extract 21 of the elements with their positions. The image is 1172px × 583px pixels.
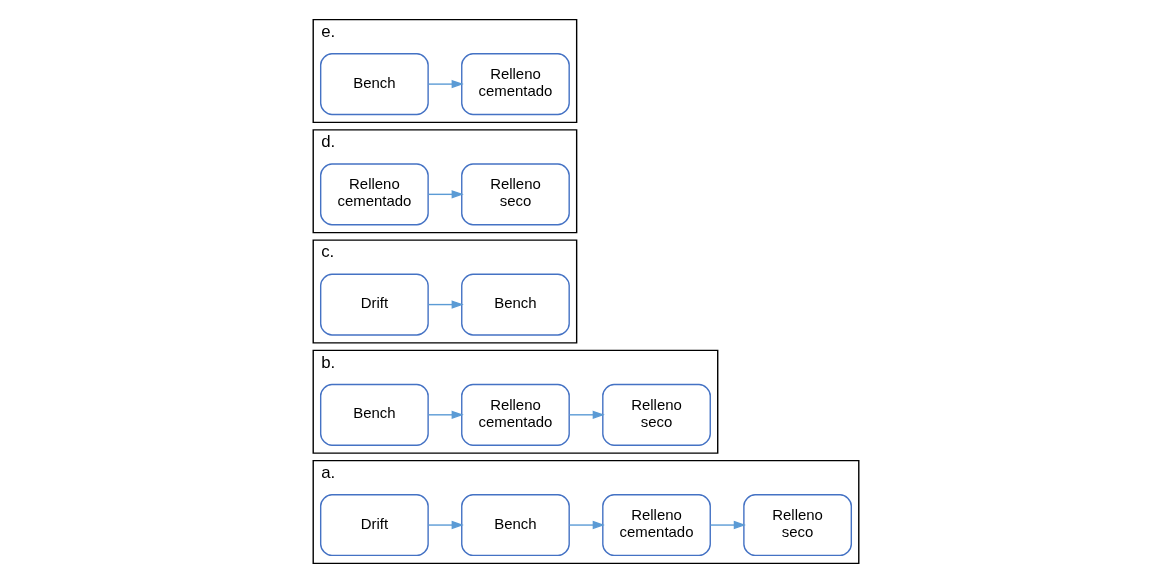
- node-box: Relleno cementado: [320, 163, 429, 226]
- node-box: Bench: [461, 273, 570, 336]
- arrow: [427, 520, 464, 530]
- arrow: [427, 79, 464, 89]
- arrow: [568, 520, 605, 530]
- arrow: [709, 520, 746, 530]
- node-box: Relleno seco: [461, 163, 570, 226]
- arrow: [427, 190, 464, 199]
- node-box: Relleno seco: [602, 383, 711, 446]
- node-box: Relleno cementado: [461, 383, 570, 446]
- arrow: [568, 410, 605, 420]
- node-box: Bench: [320, 53, 429, 116]
- node-box: Bench: [320, 383, 429, 446]
- node-box: Relleno cementado: [461, 53, 570, 116]
- node-box: Drift: [320, 273, 429, 336]
- node-box: Relleno seco: [743, 494, 853, 557]
- node-box: Relleno cementado: [602, 494, 711, 557]
- node-box: Bench: [461, 494, 570, 557]
- arrow: [427, 300, 464, 309]
- node-box: Drift: [320, 494, 429, 557]
- arrow: [427, 410, 464, 420]
